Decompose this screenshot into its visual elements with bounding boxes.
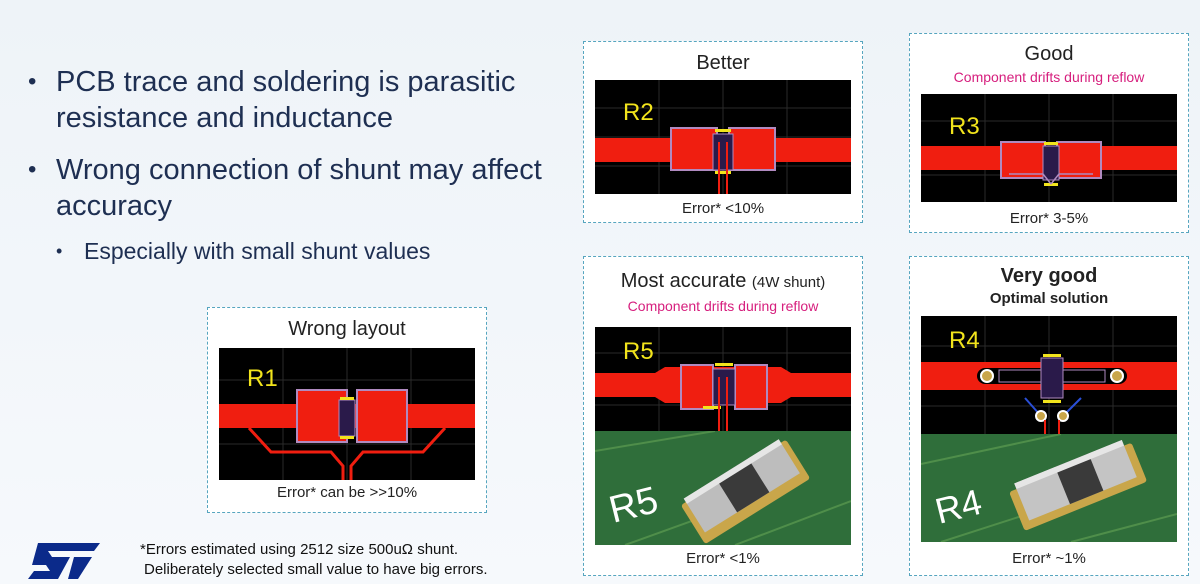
st-logo: [28, 543, 100, 584]
card-note: Optimal solution: [989, 290, 1109, 307]
bullet-text: Wrong connection of shunt may affect acc…: [56, 154, 542, 222]
sub-bullet-text: Especially with small shunt values: [84, 238, 431, 264]
shunt-photo-r4: R4: [921, 434, 1177, 542]
bullet-item: • PCB trace and soldering is parasitic r…: [28, 64, 558, 136]
bullet-dot: •: [56, 241, 63, 261]
card-r4-very-good: Very good Optimal solution R4: [909, 256, 1189, 576]
pcb-layout-r3: R3: [921, 94, 1177, 202]
pcb-layout-r4: R4: [921, 316, 1177, 434]
pcb-layout-r1: R1: [219, 348, 475, 480]
card-r5-most-accurate: Most accurate (4W shunt) Component drift…: [583, 256, 863, 576]
card-title-suffix: (4W shunt): [751, 274, 826, 291]
card-r1-wrong-layout: Wrong layout R1 Error* can be >>10%: [207, 307, 487, 513]
error-text: Error* <1%: [686, 550, 760, 567]
card-title: Good: [1024, 43, 1074, 65]
bullet-text: PCB trace and soldering is parasitic res…: [56, 66, 516, 134]
card-title: Very good: [910, 264, 1188, 288]
card-note: Component drifts during reflow: [953, 69, 1145, 85]
error-text: Error* ~1%: [1012, 550, 1086, 567]
pcb-layout-r5: R5: [595, 327, 851, 431]
footnote-line-2: Deliberately selected small value to hav…: [144, 561, 488, 578]
bullet-list: • PCB trace and soldering is parasitic r…: [28, 64, 558, 266]
error-text: Error* <10%: [681, 200, 765, 217]
pcb-ref-label: R3: [949, 113, 980, 140]
card-note: Component drifts during reflow: [627, 298, 819, 314]
pcb-ref-label: R4: [949, 327, 980, 354]
bullet-dot: •: [28, 68, 37, 95]
card-title: Better: [696, 52, 750, 74]
card-title-row: Most accurate (4W shunt): [584, 269, 862, 295]
pcb-layout-r2: R2: [595, 80, 851, 194]
card-title: Wrong layout: [288, 318, 406, 340]
card-title-text: Very good: [1000, 265, 1098, 287]
pcb-ref-label: R2: [623, 99, 654, 126]
footnote: *Errors estimated using 2512 size 500uΩ …: [140, 540, 488, 580]
bullet-item: • Wrong connection of shunt may affect a…: [28, 152, 558, 224]
pcb-ref-label: R1: [247, 365, 278, 392]
sub-bullet-item: • Especially with small shunt values: [56, 236, 558, 266]
shunt-photo-r5: R5: [595, 431, 851, 545]
bullet-dot: •: [28, 156, 37, 183]
footnote-line-1: *Errors estimated using 2512 size 500uΩ …: [140, 541, 459, 558]
error-text: Error* 3-5%: [1009, 210, 1089, 227]
pcb-ref-label: R5: [623, 338, 654, 365]
error-text: Error* can be >>10%: [276, 484, 418, 501]
card-r2-better: Better R2 Error* <10%: [583, 41, 863, 223]
card-r3-good: Good Component drifts during reflow R3 E…: [909, 33, 1189, 233]
card-title: Most accurate: [620, 270, 747, 292]
